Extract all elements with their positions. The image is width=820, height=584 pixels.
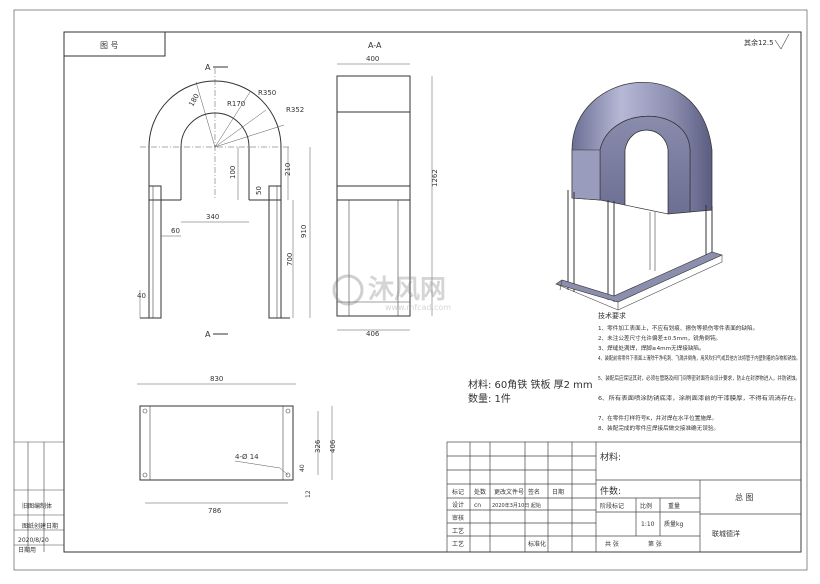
tech-req-item: 1、零件加工表面上，不应有划痕、擦伤等损伤零件表面的缺陷。 bbox=[598, 324, 758, 332]
tb-scale-value: 1:10 bbox=[641, 521, 655, 528]
tb-weight-value: 质量kg bbox=[664, 520, 683, 528]
tb-company: 联城德洋 bbox=[712, 529, 740, 538]
margin-author: 日期用 bbox=[18, 546, 36, 554]
tech-req-title: 技术要求 bbox=[598, 311, 626, 320]
dim-r352: R352 bbox=[286, 106, 304, 114]
dim-400: 400 bbox=[366, 55, 379, 63]
dim-60: 60 bbox=[171, 227, 180, 235]
dim-40-top: 40 bbox=[299, 464, 306, 472]
dim-r350: R350 bbox=[258, 89, 276, 97]
cut-label-bottom: A bbox=[205, 330, 211, 339]
left-margin-strip: 旧图编制体 图纸创建日期 2020/8/20 日期用 bbox=[14, 441, 64, 554]
dim-r170: R170 bbox=[227, 100, 245, 108]
roughness-symbol: 其余12.5 bbox=[744, 33, 790, 50]
tb-cell: 2020年3月10日 起始 bbox=[492, 502, 541, 509]
tb-cell: 签名 bbox=[528, 488, 540, 496]
tech-req-item: 3、焊缝处满焊，焊脚≥4mm无焊接缺陷。 bbox=[598, 344, 705, 352]
dim-700: 700 bbox=[286, 253, 294, 266]
side-view: A-A 400 1262 406 bbox=[336, 41, 439, 338]
tech-req-item: 2、未注公差尺寸允许偏差±0.5mm，锐角倒钝。 bbox=[598, 334, 721, 342]
sheet-outer-border bbox=[13, 9, 808, 571]
tech-req-item: 7、在零件打样符号K，并对焊在水平位置施焊。 bbox=[598, 414, 717, 422]
dim-40: 40 bbox=[137, 292, 146, 300]
front-view: R170 R350 R352 180 340 60 100 210 50 910… bbox=[137, 63, 311, 339]
tech-req-item: 5、装配后应保证其封，必须在管路及阀门间等密封面符合设计要求，防止在封渗物进入，… bbox=[598, 374, 800, 382]
material-note-line1: 材料: 60角铁 铁板 厚2 mm bbox=[468, 378, 593, 391]
tb-cell: 处数 bbox=[474, 488, 486, 496]
tb-scale-label: 比例 bbox=[640, 502, 652, 510]
tech-requirements: 技术要求 1、零件加工表面上，不应有划痕、擦伤等损伤零件表面的缺陷。 2、未注公… bbox=[598, 311, 800, 432]
tb-part-label: 件数: bbox=[600, 485, 621, 497]
dim-406-side: 406 bbox=[366, 330, 380, 338]
tb-sheet-total: 共 张 bbox=[605, 540, 619, 548]
drawing-number-label: 图 号 bbox=[100, 41, 119, 50]
margin-label-2: 图纸创建日期 bbox=[22, 522, 58, 530]
svg-text:其余12.5: 其余12.5 bbox=[744, 38, 774, 47]
tb-cell: 设计 bbox=[452, 501, 464, 509]
dim-830: 830 bbox=[210, 375, 223, 383]
tb-cell: 日期 bbox=[552, 488, 564, 496]
margin-date: 2020/8/20 bbox=[18, 537, 49, 544]
dim-326: 326 bbox=[314, 439, 322, 453]
tb-cell: 标记 bbox=[452, 488, 464, 496]
tb-weight-label: 重量 bbox=[668, 502, 680, 510]
watermark: 沐风网 www.mfcad.com bbox=[332, 274, 451, 312]
tb-stage-label: 阶段标记 bbox=[600, 502, 624, 510]
top-view: 830 786 326 406 40 12 4-Ø 14 bbox=[137, 375, 337, 515]
dim-910: 910 bbox=[300, 225, 308, 238]
dim-12-top: 12 bbox=[305, 490, 312, 498]
tb-cell: 工艺 bbox=[452, 527, 464, 535]
dim-786: 786 bbox=[208, 507, 222, 515]
dim-340: 340 bbox=[206, 213, 219, 221]
title-block: 材料: 件数: 总 图 联城德洋 阶段标记 比例 重量 1:10 质量kg 共 … bbox=[446, 441, 802, 553]
tb-cell: 标准化 bbox=[528, 540, 546, 548]
dim-180: 180 bbox=[187, 92, 201, 108]
tb-cell: 更改文件号 bbox=[494, 488, 524, 496]
dim-50: 50 bbox=[255, 186, 263, 195]
sheet-inner-border bbox=[63, 31, 802, 553]
tech-req-item: 4、装配前将零件下表面上清除干净毛刺、飞溅并倒角，用风吹扫气或其他方法将管子内壁… bbox=[598, 354, 800, 362]
tb-cell: 审核 bbox=[452, 514, 464, 522]
margin-label-1: 旧图编制体 bbox=[22, 502, 52, 510]
material-note-line2: 数量: 1件 bbox=[468, 392, 511, 405]
dim-100: 100 bbox=[229, 166, 237, 179]
dim-210: 210 bbox=[284, 163, 292, 176]
tb-cell: 工艺 bbox=[452, 540, 464, 548]
isometric-view bbox=[555, 82, 723, 311]
cut-label-top: A bbox=[205, 63, 211, 72]
watermark-text: 沐风网 bbox=[368, 275, 446, 305]
tech-req-item: 6、所有表面喷涂防锈底漆，涂刷面漆前的干漆膜厚，不得有流淌存在。 bbox=[598, 394, 800, 402]
tb-sheet-no: 第 张 bbox=[648, 540, 662, 548]
dim-1262: 1262 bbox=[431, 169, 439, 187]
tb-drawing-name: 总 图 bbox=[735, 492, 754, 502]
tb-material-label: 材料: bbox=[600, 451, 621, 463]
watermark-logo-icon bbox=[332, 274, 364, 306]
hole-callout: 4-Ø 14 bbox=[235, 453, 259, 461]
tech-req-item: 8、装配完成的零件应焊接后做交接准确无误验。 bbox=[598, 424, 719, 432]
section-label: A-A bbox=[368, 41, 382, 50]
tb-cell: cn bbox=[474, 502, 481, 509]
dim-406-top: 406 bbox=[329, 439, 337, 453]
drawing-number-box bbox=[63, 31, 166, 57]
watermark-url: www.mfcad.com bbox=[385, 303, 451, 312]
